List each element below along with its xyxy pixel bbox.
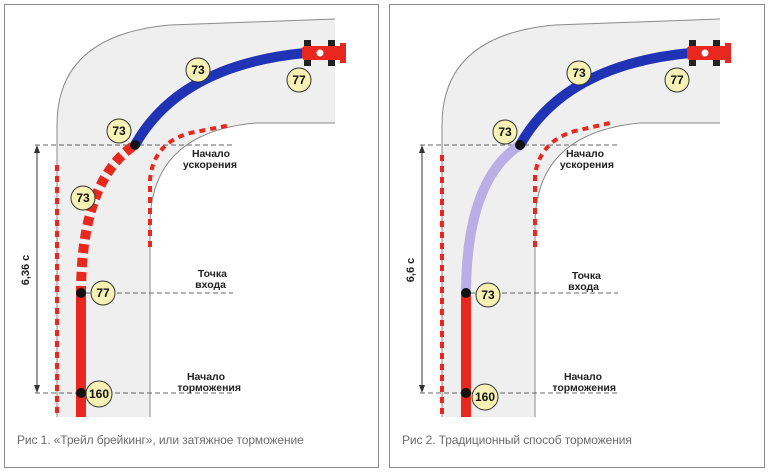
accel-start-label-line1: Начало xyxy=(192,148,230,160)
entry-dot xyxy=(461,288,471,298)
time-arrow-top xyxy=(34,145,40,153)
speed-badge xyxy=(85,380,113,408)
time-arrow-top xyxy=(419,145,425,153)
speed-badge xyxy=(70,185,96,211)
speed-value: 160 xyxy=(475,390,495,404)
entry-point-label-line1: Точка xyxy=(572,270,601,282)
inner-kerb xyxy=(148,123,232,247)
figure-1-panel: 6,36 с 77 73 73 73 77 xyxy=(4,4,379,468)
apex-dot xyxy=(130,140,140,150)
figure-caption: Рис 2. Традиционный способ торможения xyxy=(402,433,632,447)
accel-start-label-line2: ускорения xyxy=(183,159,237,171)
speed-badge xyxy=(475,282,501,308)
speed-badge xyxy=(471,383,499,411)
speed-value: 73 xyxy=(112,124,126,138)
speed-value: 73 xyxy=(481,288,495,302)
speed-badge xyxy=(286,67,312,93)
accel-start-label-line2: ускорения xyxy=(560,159,614,171)
speed-value: 160 xyxy=(89,387,109,401)
road-surface xyxy=(57,19,335,417)
time-arrow-bottom xyxy=(34,385,40,393)
entry-dot xyxy=(76,288,86,298)
inner-kerb xyxy=(533,121,611,247)
brake-start-label-line2: торможения xyxy=(552,382,616,394)
accel-start-label-line1: Начало xyxy=(566,148,604,160)
speed-value: 77 xyxy=(292,73,306,87)
road-inner-edge xyxy=(149,122,335,417)
road-outer-edge xyxy=(441,18,721,417)
entry-point-label-line2: входа xyxy=(568,281,599,293)
speed-value: 77 xyxy=(96,286,110,300)
brake-start-label-line2: торможения xyxy=(177,382,241,394)
brake-start-label-line1: Начало xyxy=(187,371,225,383)
speed-value: 73 xyxy=(191,63,205,77)
race-car-icon xyxy=(687,40,731,66)
speed-value: 73 xyxy=(498,125,512,139)
entry-point-label-line2: входа xyxy=(195,279,226,291)
speed-value: 77 xyxy=(670,73,684,87)
time-label: 6,36 с xyxy=(20,255,32,286)
figure-2-diagram: 6,6 с 77 73 73 73 160 xyxy=(405,18,731,417)
speed-badge xyxy=(106,118,132,144)
figure-2-panel: 6,6 с 77 73 73 73 160 xyxy=(389,4,765,468)
figure-1-diagram: 6,36 с 77 73 73 73 77 xyxy=(20,18,346,417)
braking-dot xyxy=(76,388,86,398)
entry-point-label-line1: Точка xyxy=(198,268,227,280)
speed-value: 73 xyxy=(572,66,586,80)
race-car-icon xyxy=(302,40,346,66)
braking-dot xyxy=(461,388,471,398)
speed-badge xyxy=(492,119,518,145)
speed-badge xyxy=(566,60,592,86)
figure-caption: Рис 1. «Трейл брейкинг», или затяжное то… xyxy=(17,433,304,447)
road-surface xyxy=(442,19,720,417)
apex-dot xyxy=(515,140,525,150)
speed-badge xyxy=(185,57,211,83)
brake-start-label-line1: Начало xyxy=(564,371,602,383)
time-label: 6,6 с xyxy=(405,258,417,282)
time-arrow-bottom xyxy=(419,385,425,393)
road-outer-edge xyxy=(56,18,336,417)
speed-badge xyxy=(90,280,116,306)
coasting-line-lilac xyxy=(461,140,523,296)
speed-value: 73 xyxy=(76,191,90,205)
speed-badge xyxy=(664,67,690,93)
